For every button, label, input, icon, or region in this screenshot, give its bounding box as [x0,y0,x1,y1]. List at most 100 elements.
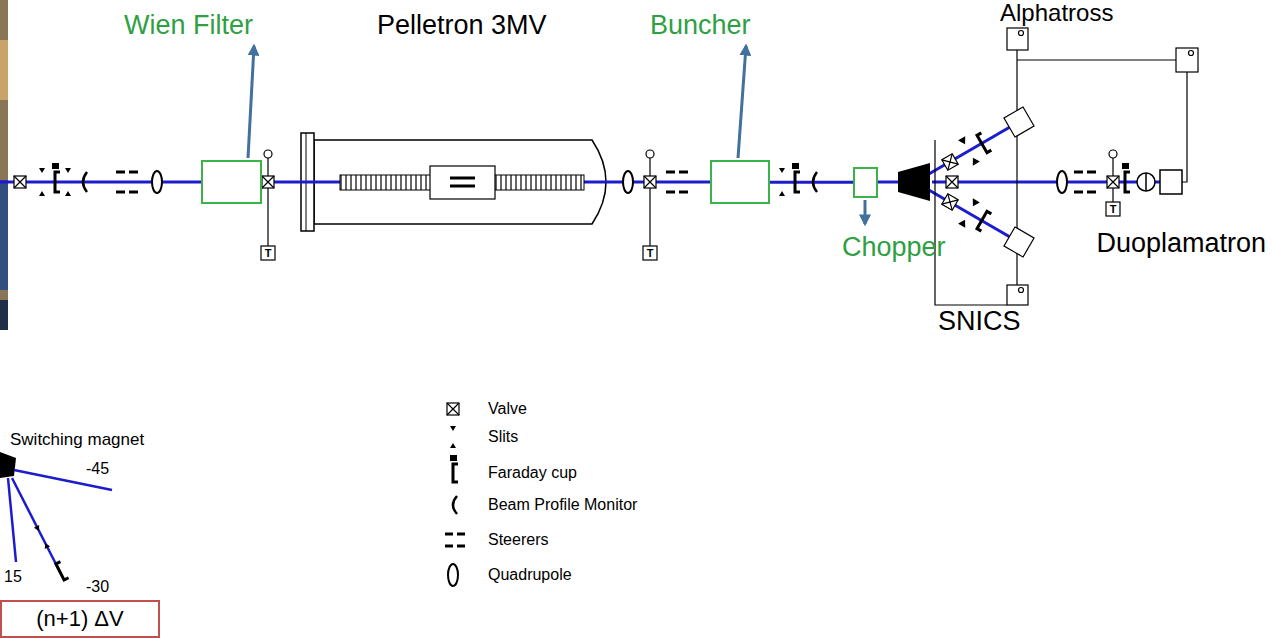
pelletron-tank [300,132,620,232]
pump-mark: T [1106,202,1120,216]
formula-box: (n+1) ΔV [0,600,160,638]
valve-symbol [262,176,274,188]
frame-lines [1182,72,1187,182]
snics-branch [977,211,991,231]
formula-text: (n+1) ΔV [36,606,123,631]
faraday-cup [795,172,800,192]
snics-branch [959,199,978,226]
legend-text: Valve [488,400,527,418]
legend-text: Slits [488,428,518,446]
duoplasmatron-source [1137,170,1182,194]
pump-stand [643,246,657,260]
photo-strip [0,40,8,100]
duoplasmatron-source [1160,170,1182,194]
magnet-inset [12,478,60,572]
pump-stand [261,246,275,260]
magnet-inset [0,452,112,580]
faraday-cup [55,172,60,192]
valve-symbol [1107,176,1119,188]
duoplasmatron-source [1145,173,1147,191]
port-angle: -45 [86,460,109,478]
legend-symbols [448,564,458,586]
snics-branch [977,211,991,231]
accelerator-tank: Pelletron 3MV [300,132,620,232]
supply-box [1007,285,1028,305]
magnet-inset [8,478,16,562]
source-label: SNICS [938,306,1021,337]
legend-text: Quadrupole [488,566,572,584]
magnet-inset [56,562,69,580]
faraday-cup [792,163,799,169]
legend-symbols [453,496,457,514]
valve-symbol [1107,176,1119,188]
quadrupole [152,171,162,193]
valve-symbol [262,176,274,188]
pump-stand [1106,202,1120,216]
snics-branch [1004,107,1034,137]
beam-connector [770,181,853,184]
chopper: Chopper [853,167,878,198]
magnet-inset [34,525,50,549]
snics-branch [1004,107,1034,137]
component-label: Pelletron 3MV [377,10,547,41]
valve-symbol [644,176,656,188]
supply-box [1007,28,1028,50]
profile-monitor [83,172,87,192]
pump-mark: T [643,246,657,260]
magnet-inset [8,470,112,572]
legend-text: Beam Profile Monitor [488,496,637,514]
valve-symbol [946,176,958,188]
legend-text: Faraday cup [488,464,577,482]
pelletron-tank [430,166,495,199]
pelletron-tank [450,178,475,186]
legend-symbols [450,426,456,448]
legend-symbols [447,403,459,415]
wien-filter: Wien Filter [201,160,262,204]
snics-branch [942,107,1034,257]
steerers [1074,172,1096,192]
magnet-inset [56,562,69,580]
leader-arrow [248,46,254,158]
switching-magnet [898,163,930,201]
source-label: Duoplamatron [1096,228,1266,259]
legend-symbols [445,534,465,546]
pump-stand [1109,150,1117,158]
magnet-inset [0,452,16,478]
snics-branch [942,194,958,210]
steerers [116,172,138,192]
snics-branch [942,154,958,170]
inset-title: Switching magnet [10,430,144,450]
buncher: Buncher [710,160,770,204]
legend-text: Steerers [488,531,548,549]
snics-branch [977,133,991,153]
supply-box [1189,51,1194,56]
beam-line [0,181,201,184]
component-label: Chopper [842,232,946,263]
snics-branch [1004,227,1034,257]
pump-stand [649,158,650,246]
profile-monitor [813,172,817,192]
leader-arrow [248,46,865,224]
pump-mark: T [261,246,275,260]
pelletron-tank [314,140,606,224]
leader-arrow [864,200,867,224]
duoplasmatron-source [1137,173,1155,191]
photo-strip [0,300,8,330]
slits-symbol [39,168,45,196]
beam-line [878,181,898,184]
supply-box [1019,288,1024,293]
pump-stand [646,150,654,158]
snics-branch [959,137,978,164]
quadrupole [623,171,633,193]
component-label: Wien Filter [124,10,253,41]
valve-symbol [946,176,958,188]
magnet-inset [34,525,50,549]
photo-strip [0,0,8,330]
legend-symbols [450,455,457,461]
legend-symbols [445,403,465,586]
valve-symbol [14,176,26,188]
faraday-cup [52,163,59,169]
frame-lines [935,140,1007,305]
